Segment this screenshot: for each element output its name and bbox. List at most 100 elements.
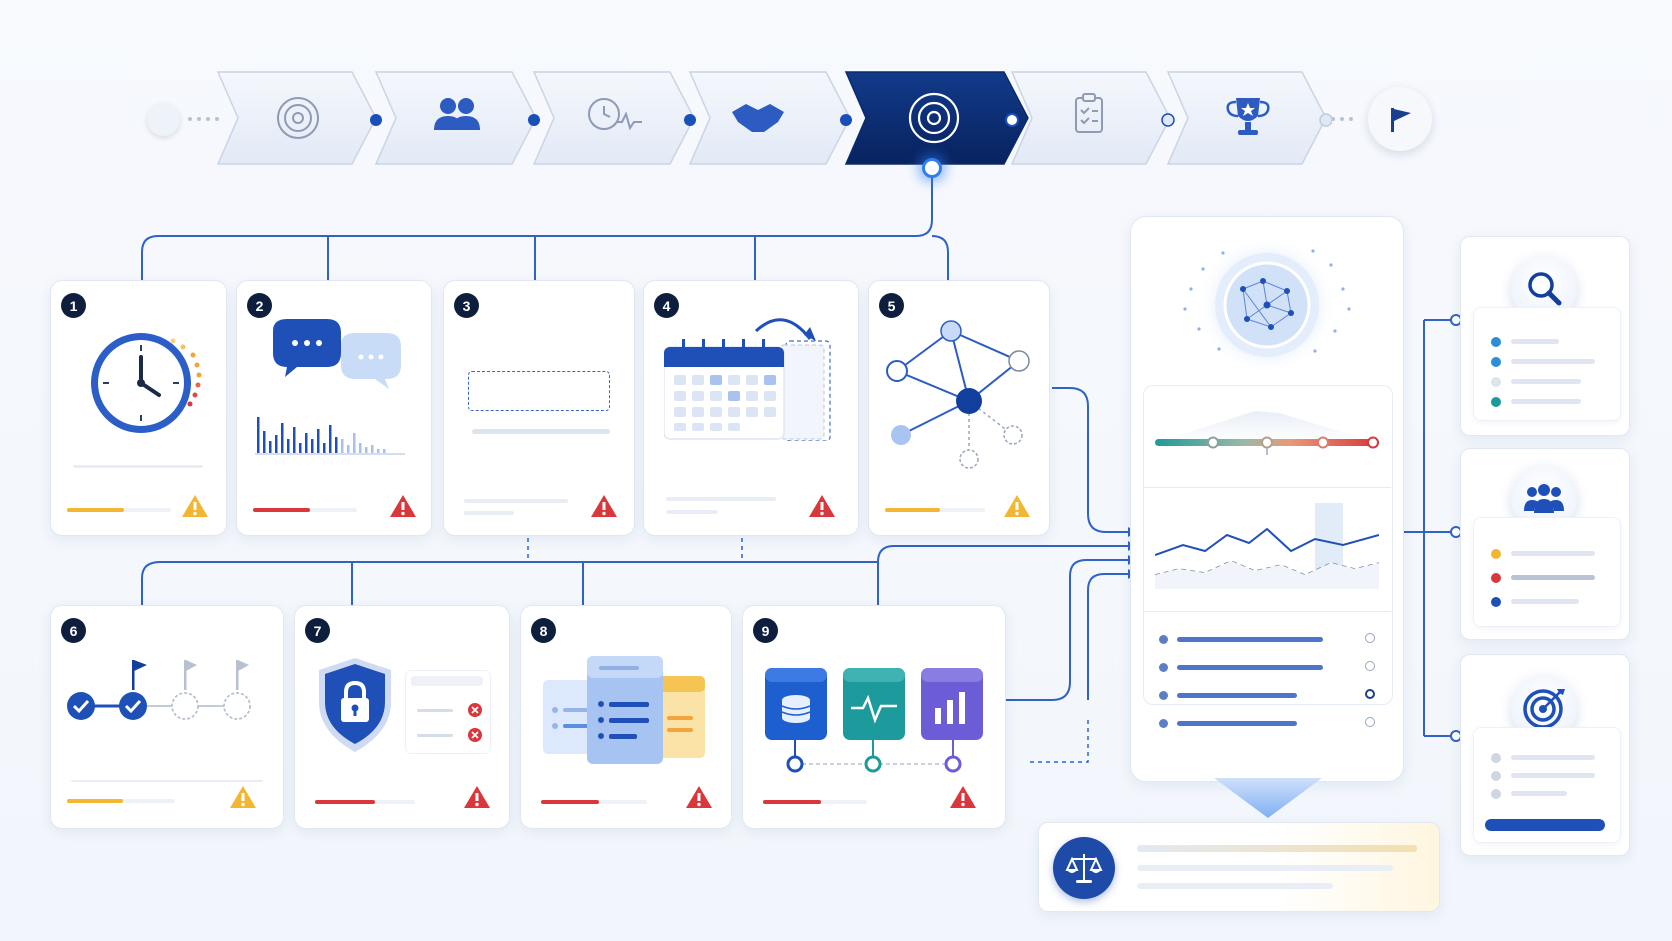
metric-bar: [1177, 693, 1297, 698]
step-card-7[interactable]: 7: [294, 605, 510, 829]
warning-icon: [464, 786, 490, 808]
warning-icon: [230, 786, 256, 808]
calendar-icon: [664, 318, 831, 441]
radio-indicator[interactable]: [1365, 633, 1375, 643]
warning-icon: [390, 495, 416, 517]
list-bullet: [1159, 635, 1168, 644]
summary-line: [1137, 883, 1333, 889]
insight-card-search[interactable]: [1460, 236, 1630, 436]
step-card-6[interactable]: 6: [50, 605, 284, 829]
warning-icon: [809, 495, 835, 517]
radio-indicator[interactable]: [1365, 717, 1375, 727]
metric-bar: [1177, 637, 1323, 642]
text-line: [1511, 339, 1559, 344]
list-bullet: [1491, 549, 1501, 559]
placeholder-box: [468, 371, 610, 411]
text-line: [666, 510, 718, 514]
target-icon: [1523, 689, 1565, 729]
trend-line-chart: [1155, 503, 1379, 589]
bar-chart-icon: [921, 668, 983, 740]
step-card-2[interactable]: 2: [236, 280, 432, 536]
radio-indicator[interactable]: [1365, 661, 1375, 671]
warning-icon: [591, 495, 617, 517]
text-line: [1511, 575, 1595, 580]
flag-icon: [184, 660, 197, 690]
radio-indicator[interactable]: [1365, 689, 1375, 699]
progress-bar: [67, 508, 171, 512]
insight-card-users[interactable]: [1460, 448, 1630, 640]
progress-bar: [67, 799, 175, 803]
warning-icon: [1004, 495, 1030, 517]
decision-summary[interactable]: [1038, 822, 1440, 912]
list-bullet: [1491, 771, 1501, 781]
text-line: [1511, 399, 1581, 404]
divider-line: [73, 465, 203, 468]
progress-bar: [763, 800, 867, 804]
text-line: [417, 709, 453, 712]
list-bullet: [1491, 573, 1501, 583]
text-line: [1511, 551, 1595, 556]
list-bullet: [1159, 663, 1168, 672]
step-number: 3: [454, 293, 479, 318]
progress-bar: [885, 508, 985, 512]
step-number: 2: [247, 293, 272, 318]
pipeline-step-1[interactable]: [216, 71, 377, 165]
bar-sparkline: [255, 417, 405, 455]
step-number: 6: [61, 618, 86, 643]
chat-bubbles-icon: [273, 319, 401, 389]
trophy-icon: [1226, 98, 1270, 135]
step-card-5[interactable]: 5: [868, 280, 1050, 536]
active-step-indicator: [922, 158, 942, 178]
text-line: [417, 734, 453, 737]
pipeline-finish-node: [1368, 87, 1432, 151]
panel-pointer: [1214, 778, 1322, 818]
pipeline-step-6[interactable]: [1010, 71, 1171, 165]
summary-line: [1137, 865, 1393, 871]
metric-bar: [1177, 665, 1323, 670]
warning-icon: [182, 495, 208, 517]
search-icon: [1528, 272, 1562, 306]
pipeline-step-5-active[interactable]: [844, 71, 1029, 165]
list-bullet: [1159, 719, 1168, 728]
section-divider: [1143, 611, 1391, 612]
text-line: [1511, 773, 1595, 778]
flag-icon: [236, 660, 249, 690]
progress-bar: [541, 800, 647, 804]
text-line: [1511, 379, 1581, 384]
database-icon: [765, 668, 827, 740]
step-card-3[interactable]: 3: [443, 280, 635, 536]
clock-icon: [91, 333, 202, 433]
scale-icon-badge: [1053, 837, 1115, 899]
action-button[interactable]: [1485, 819, 1605, 831]
balance-scale-icon: [1065, 854, 1103, 883]
warning-icon: [950, 786, 976, 808]
step-card-8[interactable]: 8: [520, 605, 732, 829]
list-bullet: [1491, 357, 1501, 367]
insight-card-target[interactable]: [1460, 654, 1630, 856]
step-card-4[interactable]: 4: [643, 280, 859, 536]
step-number: 8: [531, 618, 556, 643]
summary-line: [1137, 845, 1417, 852]
step-number: 1: [61, 293, 86, 318]
text-line: [1511, 791, 1567, 796]
target-icon: [277, 97, 319, 139]
data-sources-icon: [765, 668, 983, 773]
section-divider: [1143, 487, 1391, 488]
pipeline: [216, 71, 1332, 165]
error-icon: [468, 703, 482, 717]
list-bullet: [1159, 691, 1168, 700]
flag-icon: [132, 660, 147, 690]
text-line: [1511, 599, 1579, 604]
step-card-1[interactable]: 1: [50, 280, 227, 536]
pipeline-step-3[interactable]: [532, 71, 695, 165]
step-card-9[interactable]: 9: [742, 605, 1006, 829]
list-bullet: [1491, 397, 1501, 407]
clipboard-icon: [1075, 93, 1103, 133]
users-icon: [434, 98, 480, 130]
text-line: [1511, 359, 1595, 364]
metric-bar: [1177, 721, 1297, 726]
step-number: 7: [305, 618, 330, 643]
list-bullet: [1491, 753, 1501, 763]
pulse-icon: [843, 668, 905, 740]
